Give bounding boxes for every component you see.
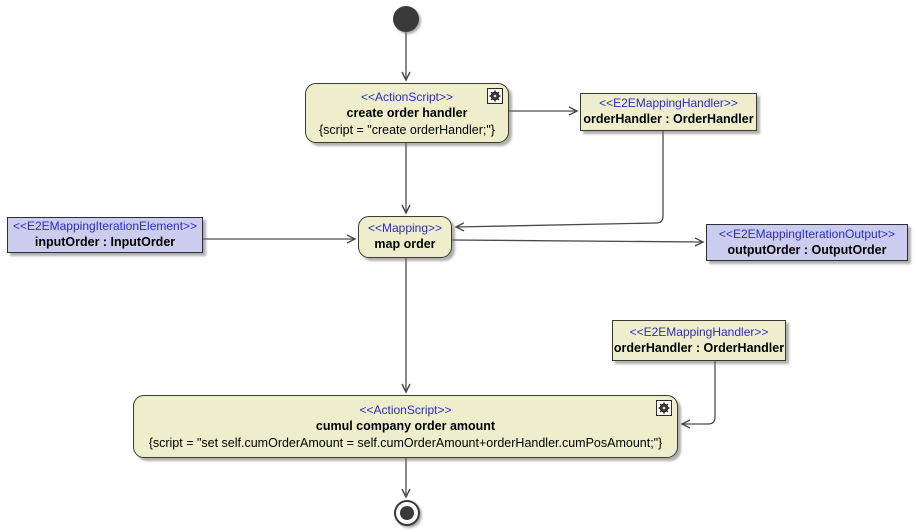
node-script: {script = "set self.cumOrderAmount = sel… — [148, 436, 663, 450]
gear-icon — [656, 400, 672, 416]
activity-final-node[interactable] — [394, 500, 420, 526]
action-node-map-order[interactable]: <<Mapping>> map order — [358, 216, 452, 258]
edge-orderhandler-top-to-maporder[interactable] — [454, 131, 664, 232]
object-node-outputorder[interactable]: <<E2EMappingIterationOutput>> outputOrde… — [706, 224, 908, 261]
node-script: {script = "create orderHandler;"} — [319, 122, 495, 137]
initial-node[interactable] — [393, 6, 419, 32]
node-stereotype: <<Mapping>> — [367, 221, 443, 235]
node-name: map order — [374, 237, 436, 251]
node-stereotype: <<E2EMappingIterationElement>> — [12, 219, 198, 233]
node-name: cumul company order amount — [315, 419, 496, 433]
object-node-orderhandler-bottom[interactable]: <<E2EMappingHandler>> orderHandler : Ord… — [612, 320, 786, 361]
object-node-orderhandler-top[interactable]: <<E2EMappingHandler>> orderHandler : Ord… — [580, 93, 757, 131]
node-stereotype: <<ActionScript>> — [360, 89, 454, 104]
final-node-inner-dot — [400, 506, 414, 520]
node-stereotype: <<E2EMappingHandler>> — [599, 96, 738, 110]
node-name: inputOrder : InputOrder — [34, 235, 176, 249]
edge-maporder-to-outputorder[interactable] — [451, 237, 705, 247]
edge-orderhandler-bottom-to-cumul[interactable] — [680, 361, 716, 429]
gear-icon — [487, 88, 503, 104]
node-stereotype: <<E2EMappingHandler>> — [629, 324, 769, 339]
node-stereotype: <<E2EMappingIterationOutput>> — [718, 226, 896, 241]
action-node-cumul-company-order-amount[interactable]: <<ActionScript>> cumul company order amo… — [133, 395, 678, 458]
node-name: orderHandler : OrderHandler — [583, 112, 754, 126]
node-stereotype: <<ActionScript>> — [359, 403, 452, 417]
node-name: orderHandler : OrderHandler — [613, 340, 785, 355]
node-name: create order handler — [346, 105, 468, 120]
object-node-inputorder[interactable]: <<E2EMappingIterationElement>> inputOrde… — [7, 217, 203, 253]
action-node-create-order-handler[interactable]: <<ActionScript>> create order handler {s… — [305, 83, 509, 143]
node-name: outputOrder : OutputOrder — [727, 242, 887, 257]
